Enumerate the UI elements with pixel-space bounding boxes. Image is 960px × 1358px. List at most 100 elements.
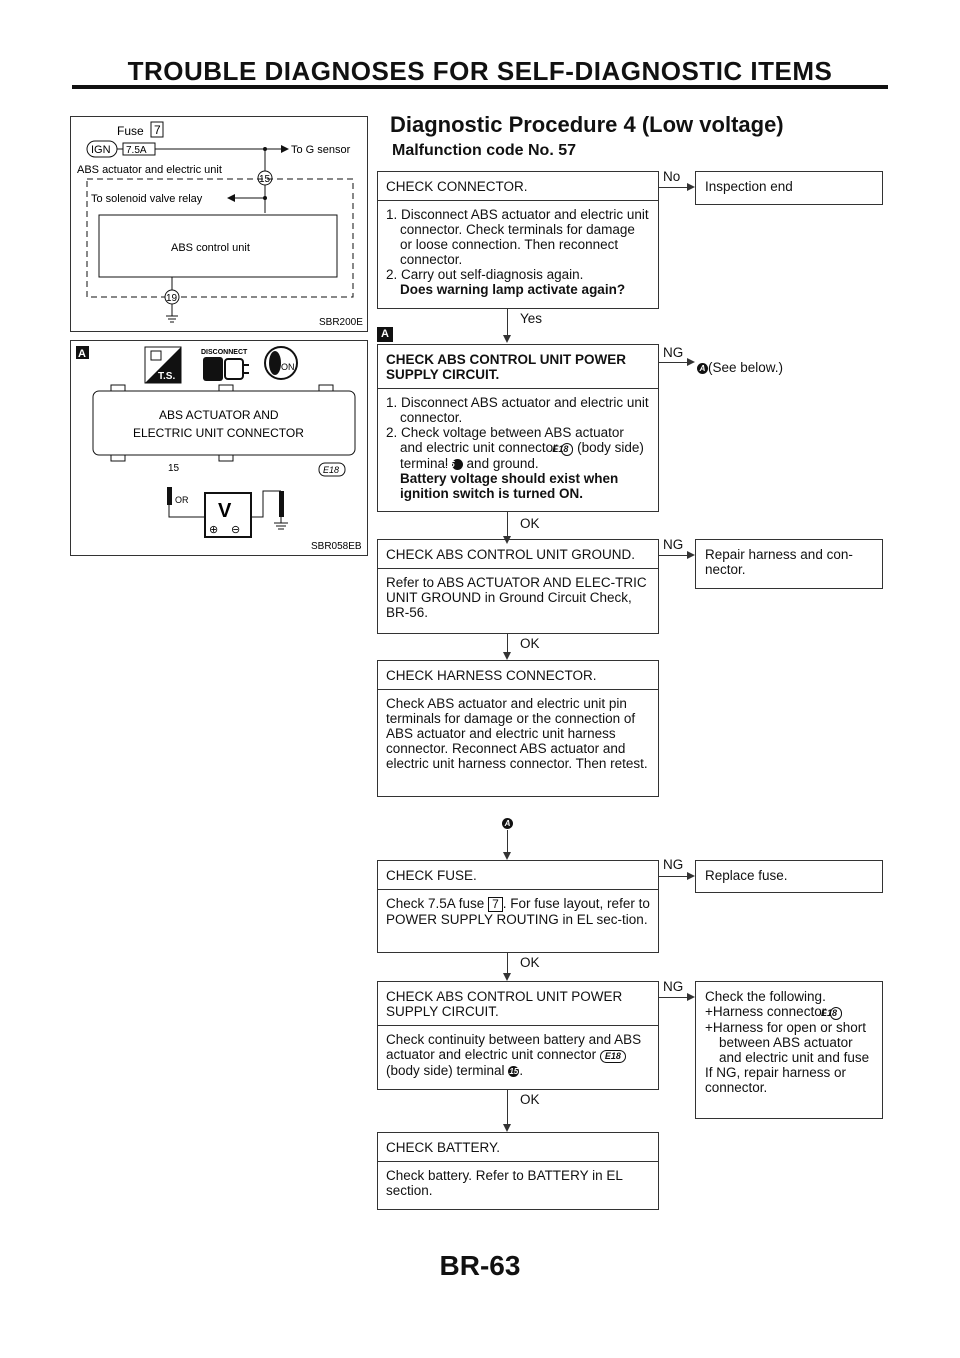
step3-branch-label: NG [663,537,684,552]
terminal-15-badge: 15 [446,459,463,470]
connector-figure: A T.S. DISCONNECT ON ABS ACTUATOR A [70,340,368,556]
arrow-right-icon [687,358,695,366]
ts-icon: T.S. [144,346,182,384]
step1-header: CHECK CONNECTOR. [378,172,658,201]
arrow-down-icon [503,335,511,343]
step2-branch-result: A(See below.) [697,360,783,375]
header-rule [72,85,888,89]
step1-line2: 2. Carry out self-diagnosis again. [386,267,584,282]
step3-next-label: OK [520,636,540,651]
marker-a: A [377,327,393,342]
connector-e18-badge: E18 [821,1007,842,1020]
step4-header: CHECK HARNESS CONNECTOR. [378,661,658,690]
svg-text:⊖: ⊖ [231,524,240,536]
step6-branch-footer: If NG, repair harness or connector. [705,1065,847,1095]
ign-label: IGN [91,144,111,156]
control-unit-label: ABS control unit [171,242,250,254]
step2-branch-label: NG [663,345,684,360]
step7-header: CHECK BATTERY. [378,1133,658,1162]
disconnect-icon [203,357,249,381]
on-label: ON [281,362,295,372]
ref-a-label: A [502,815,513,830]
disconnect-label: DISCONNECT [201,349,248,356]
page-title: Diagnostic Procedure 4 (Low voltage) [390,112,784,137]
arrow-right-icon [687,183,695,191]
g-sensor-label: To G sensor [291,144,351,156]
step1-question: Does warning lamp activate again? [400,282,626,297]
connector-line2: ELECTRIC UNIT CONNECTOR [133,426,304,440]
fuse-label: Fuse [117,124,144,138]
step5-branch-result: Replace fuse. [695,860,883,893]
step6-branch-item1: +Harness connector E18 [705,1004,873,1020]
voltmeter-icon: V ⊕ ⊖ [204,492,252,538]
circuit-diagram: Fuse 7 IGN 7.5A To G sensor ABS actuator… [77,121,363,328]
arrow-down-icon [503,652,511,660]
step-check-ground: CHECK ABS CONTROL UNIT GROUND. Refer to … [377,539,659,634]
connector-code: E18 [323,465,339,475]
step7-body: Check battery. Refer to BATTERY in EL se… [386,1168,623,1198]
step6-next-label: OK [520,1092,540,1107]
unit-label: ABS actuator and electric unit [77,164,222,176]
step5-body: Check 7.5A fuse 7. For fuse layout, refe… [386,896,650,927]
arrow-down-icon [503,973,511,981]
step6-body: Check continuity between battery and ABS… [386,1032,642,1078]
page-number: BR-63 [439,1250,521,1281]
arrow-right-icon [687,993,695,1001]
step3-header: CHECK ABS CONTROL UNIT GROUND. [378,540,658,569]
terminal-15: 15 [259,174,271,185]
step6-branch-result: Check the following. +Harness connector … [695,981,883,1119]
figure1-code: SBR200E [319,317,363,328]
step4-body: Check ABS actuator and electric unit pin… [386,696,648,771]
step1-branch-result: Inspection end [695,171,883,205]
fuse-number-badge: 7 [488,897,503,912]
arrow-down-icon [503,1124,511,1132]
step3-branch-result: Repair harness and con-nector. [695,539,883,589]
arrow-down-icon [503,536,511,544]
step2-line1: 1. Disconnect ABS actuator and electric … [386,395,649,425]
step-check-fuse: CHECK FUSE. Check 7.5A fuse 7. For fuse … [377,860,659,953]
step2-line2: 2. Check voltage between ABS actuator an… [386,425,644,471]
step6-header: CHECK ABS CONTROL UNIT POWER SUPPLY CIRC… [378,982,658,1026]
figure2-code: SBR058EB [311,541,362,552]
ignition-key-icon: ON [264,346,298,380]
step6-branch-title: Check the following. [705,989,826,1004]
step2-question: Battery voltage should exist when igniti… [400,471,619,501]
step6-branch-label: NG [663,979,684,994]
step6-branch-item2: +Harness for open or short between ABS a… [705,1020,870,1065]
step2-header: CHECK ABS CONTROL UNIT POWER SUPPLY CIRC… [378,345,658,389]
step-check-power-continuity: CHECK ABS CONTROL UNIT POWER SUPPLY CIRC… [377,981,659,1090]
step-check-harness-connector: CHECK HARNESS CONNECTOR. Check ABS actua… [377,660,659,797]
ref-a-badge: A [697,363,708,374]
ts-label: T.S. [158,371,175,382]
step3-body: Refer to ABS ACTUATOR AND ELEC-TRIC UNIT… [386,575,647,620]
connector-line1: ABS ACTUATOR AND [159,408,279,422]
fuse-number: 7 [154,123,161,137]
arrow-down-icon [503,852,511,860]
page-subtitle: Malfunction code No. 57 [392,142,577,159]
connector-housing [92,384,356,462]
step1-next-label: Yes [520,311,543,326]
arrow-right-icon [687,551,695,559]
connector-diagram: A T.S. DISCONNECT ON ABS ACTUATOR A [76,346,362,552]
wire-color: OR [175,495,189,505]
page-header: TROUBLE DIAGNOSES FOR SELF-DIAGNOSTIC IT… [127,56,833,86]
step5-branch-label: NG [663,857,684,872]
terminal-19: 19 [166,293,178,304]
meter-label: V [218,500,232,522]
solenoid-label: To solenoid valve relay [91,193,203,205]
step1-line1: 1. Disconnect ABS actuator and electric … [386,207,649,267]
step-check-power-supply: CHECK ABS CONTROL UNIT POWER SUPPLY CIRC… [377,344,659,512]
svg-text:⊕: ⊕ [209,524,218,536]
step5-header: CHECK FUSE. [378,861,658,890]
connector-e18-badge: E18 [599,1050,626,1063]
step2-next-label: OK [520,516,540,531]
circuit-diagram-figure: Fuse 7 IGN 7.5A To G sensor ABS actuator… [70,116,368,332]
terminal-15-badge: 15 [508,1066,520,1077]
connector-terminal: 15 [168,463,180,474]
step5-next-label: OK [520,955,540,970]
figure2-marker: A [78,348,86,360]
amp-label: 7.5A [126,145,147,156]
connector-e18-badge: E18 [552,443,574,456]
step1-branch-label: No [663,169,681,184]
step-check-battery: CHECK BATTERY. Check battery. Refer to B… [377,1132,659,1210]
